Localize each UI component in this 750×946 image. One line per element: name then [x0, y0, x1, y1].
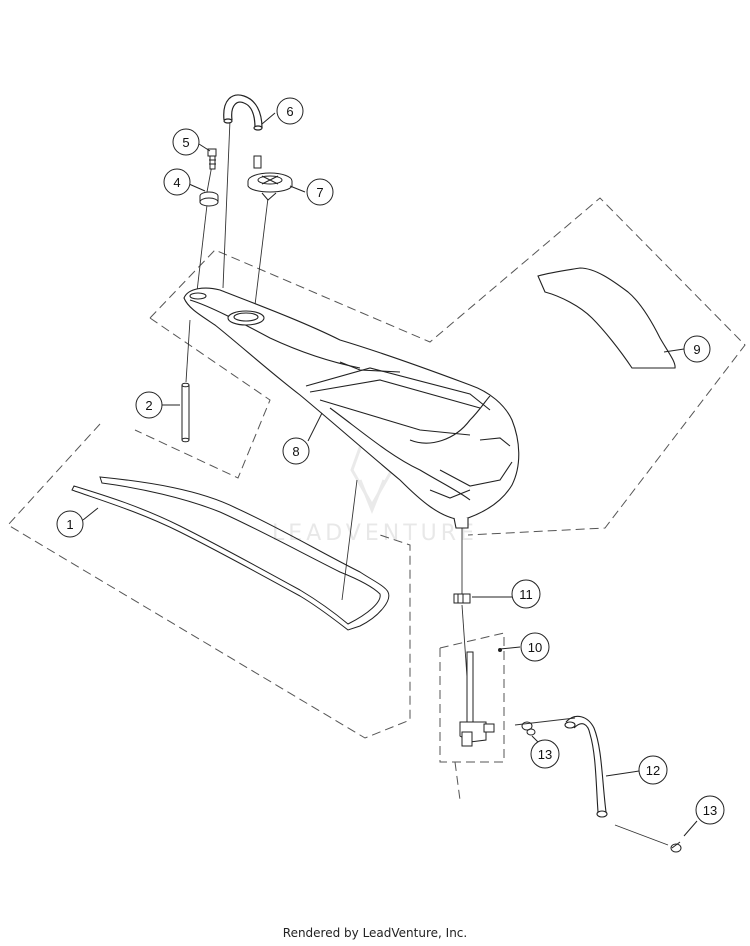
watermark-text: LEADVENTURE [272, 521, 478, 546]
callout-10: 10 [520, 632, 550, 662]
leader-12 [605, 770, 640, 777]
callout-13b: 13 [695, 795, 725, 825]
tank-pad [537, 267, 676, 369]
callout-13a: 13 [530, 739, 560, 769]
svg-text:6: 6 [286, 104, 293, 119]
breather-hose [223, 94, 263, 131]
assembly-boundaries [7, 197, 746, 801]
seal-kit-boundary [7, 423, 411, 739]
callout-4: 4 [163, 168, 191, 196]
fuel-cap [247, 155, 293, 201]
svg-text:10: 10 [528, 640, 542, 655]
petcock [459, 648, 502, 747]
fuel-tank [183, 287, 520, 529]
tank-assembly-boundary [149, 197, 746, 536]
svg-text:13: 13 [703, 803, 717, 818]
grommet-nut [199, 191, 219, 207]
leader-13b [683, 820, 698, 837]
callout-9: 9 [683, 335, 711, 363]
callout-12: 12 [638, 755, 668, 785]
svg-text:1: 1 [66, 517, 73, 532]
callout-2: 2 [135, 391, 163, 419]
callout-1: 1 [56, 510, 84, 538]
svg-text:8: 8 [292, 444, 299, 459]
svg-text:5: 5 [182, 135, 189, 150]
leader-10 [499, 646, 521, 650]
leader-8 [307, 412, 323, 442]
leader-1 [82, 507, 99, 521]
fuel-hose [564, 715, 608, 818]
petcock-boundary [439, 632, 505, 763]
callout-5: 5 [172, 128, 200, 156]
hose-clamp-lower [670, 841, 682, 853]
callout-7: 7 [306, 178, 334, 206]
svg-text:7: 7 [316, 185, 323, 200]
leader-9 [663, 348, 685, 353]
callout-6: 6 [276, 97, 304, 125]
leader-7 [289, 185, 306, 193]
svg-text:11: 11 [519, 587, 533, 602]
svg-text:9: 9 [693, 342, 700, 357]
callout-11: 11 [511, 579, 541, 609]
callout-leaders [82, 112, 698, 837]
svg-text:12: 12 [646, 763, 660, 778]
callout-8: 8 [282, 437, 310, 465]
leader-6 [261, 112, 276, 125]
leader-4 [188, 183, 206, 192]
leader-5 [198, 143, 211, 152]
hose-clamp-upper [521, 721, 536, 736]
svg-text:13: 13 [538, 747, 552, 762]
render-credit: Rendered by LeadVenture, Inc. [282, 926, 468, 940]
bolt [207, 148, 217, 170]
callouts: 1 2 4 5 6 7 8 9 10 11 12 13 13 [56, 97, 725, 825]
seal-strip [71, 476, 390, 631]
svg-text:4: 4 [173, 175, 180, 190]
fitting [453, 593, 471, 604]
svg-text:2: 2 [145, 398, 152, 413]
tank-lower-boundary [134, 317, 271, 479]
tube [181, 382, 190, 443]
